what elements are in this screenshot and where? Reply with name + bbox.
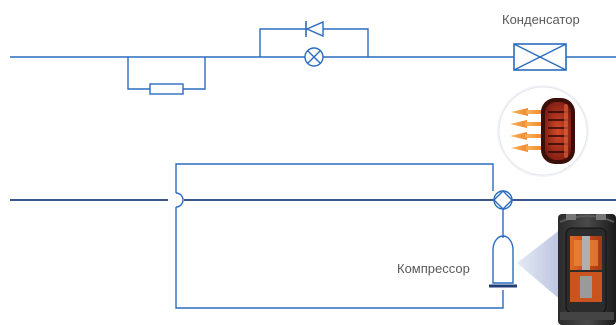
condenser-illustration <box>497 85 589 177</box>
compressor-symbol <box>489 235 517 288</box>
resistor-symbol <box>149 83 184 95</box>
coil-icon <box>541 98 575 164</box>
zoom-beam <box>517 222 570 308</box>
condenser-symbol <box>513 43 567 71</box>
condenser-label: Конденсатор <box>502 12 580 27</box>
lower-loop <box>175 163 504 309</box>
four-way-valve-symbol <box>493 190 513 236</box>
heat-arrows-icon <box>510 108 542 152</box>
diode-lamp-loop <box>259 20 369 67</box>
resistor-branch <box>127 57 206 95</box>
compressor-label: Компрессор <box>397 261 470 276</box>
compressor-illustration <box>558 214 616 325</box>
diode-symbol <box>305 20 324 38</box>
lamp-symbol <box>304 47 324 67</box>
